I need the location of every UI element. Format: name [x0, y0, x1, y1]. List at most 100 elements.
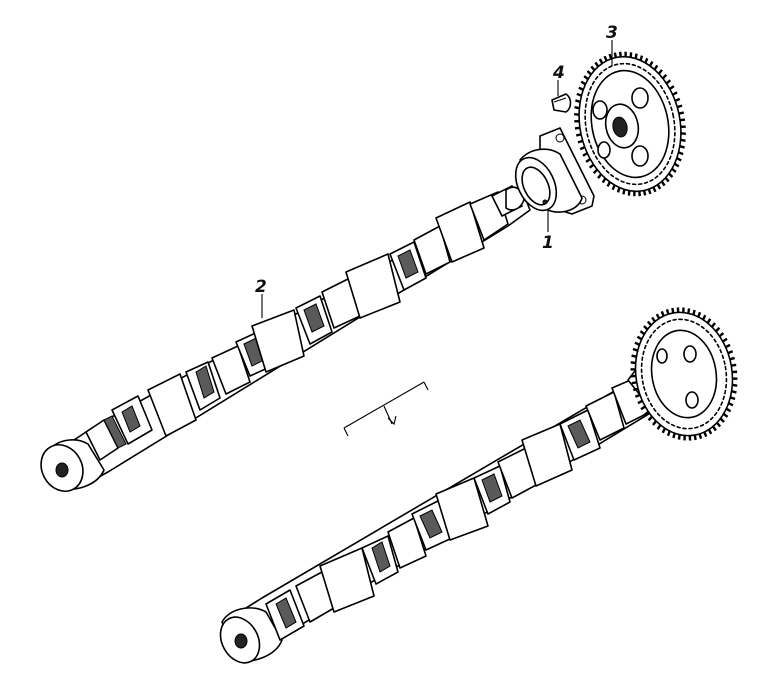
gear-tooth: [578, 86, 584, 91]
gear-tooth: [729, 356, 736, 361]
gear-tooth: [698, 433, 703, 439]
gear-tooth: [585, 158, 591, 163]
gear-tooth: [586, 70, 592, 76]
gear-tooth: [672, 91, 678, 96]
gear-tooth: [673, 162, 680, 168]
gear-tooth: [630, 361, 636, 365]
gear-tooth: [643, 410, 650, 416]
gear-tooth: [716, 421, 722, 428]
gear-tooth: [693, 434, 697, 441]
gear-tooth: [592, 168, 599, 175]
gear-tooth: [574, 106, 580, 110]
upper-camshaft: [40, 185, 531, 492]
gear-tooth: [652, 186, 657, 193]
gear-tooth: [576, 92, 582, 97]
gear-tooth: [656, 184, 662, 190]
gear-tooth: [676, 157, 682, 162]
gear-tooth: [646, 320, 652, 327]
gear-tooth: [660, 180, 666, 187]
gear-tooth: [678, 151, 684, 156]
upper-camshaft-lobes: [85, 191, 509, 461]
gear-tooth: [669, 85, 675, 90]
gear-tooth: [678, 111, 685, 115]
gear-tooth: [590, 65, 596, 72]
gear-tooth: [732, 383, 738, 387]
gear-tooth: [611, 184, 616, 191]
camshaft-gear: [574, 51, 686, 197]
gear-tooth: [718, 332, 725, 338]
gear-tooth: [598, 58, 604, 64]
gear-tooth: [575, 133, 582, 137]
gear-tooth: [583, 75, 589, 81]
woodruff-key: [551, 93, 572, 113]
gear-tooth: [579, 146, 586, 151]
gear-tooth: [653, 64, 659, 71]
gear-tooth: [661, 73, 668, 80]
gear-tooth: [642, 190, 647, 196]
gear-tooth: [606, 181, 611, 188]
callout-3: 3: [606, 23, 618, 43]
gear-tooth: [701, 314, 707, 321]
gear-tooth: [656, 424, 662, 430]
gear-tooth: [644, 57, 649, 64]
gear-tooth: [731, 363, 737, 367]
gear-tooth: [622, 189, 626, 195]
gear-tooth: [632, 387, 639, 392]
gear-tooth: [618, 51, 622, 57]
gear-tooth: [697, 311, 702, 318]
gear-tooth: [710, 322, 716, 328]
callout-4: 4: [552, 63, 565, 83]
gear-tooth: [706, 318, 712, 324]
gear-tooth: [657, 69, 663, 75]
gear-tooth: [631, 354, 637, 358]
gear-tooth: [594, 61, 600, 68]
gear-tooth: [664, 176, 670, 183]
gear-tooth: [719, 417, 725, 423]
gear-tooth: [692, 309, 696, 316]
gear-tooth: [725, 407, 732, 413]
gear-tooth: [715, 326, 721, 333]
gear-tooth: [613, 52, 618, 58]
upper-camshaft-nose: [40, 439, 105, 492]
gear-tooth: [665, 309, 670, 315]
gear-tooth: [616, 187, 621, 193]
gear-tooth: [574, 126, 581, 130]
gear-tooth: [725, 343, 731, 349]
gear-tooth: [661, 427, 667, 434]
gear-tooth: [597, 173, 603, 179]
gear-tooth: [647, 415, 653, 422]
gear-tooth: [703, 431, 708, 438]
gear-tooth: [679, 118, 686, 122]
gear-tooth: [680, 138, 686, 142]
lower-camshaft-lobes: [265, 375, 651, 641]
gear-tooth: [722, 337, 728, 343]
gear-tooth: [651, 316, 656, 323]
callout-1: 1: [542, 233, 554, 253]
gear-tooth: [577, 139, 584, 144]
gear-tooth: [634, 393, 641, 398]
lower-camshaft-gear: [630, 307, 738, 441]
gear-tooth: [687, 308, 691, 314]
lower-camshaft: [219, 307, 738, 664]
gear-tooth: [722, 412, 729, 418]
gear-tooth: [655, 313, 661, 320]
gear-tooth: [674, 97, 681, 102]
gear-tooth: [731, 390, 737, 394]
lower-camshaft-nose: [219, 607, 283, 664]
gear-tooth: [672, 432, 676, 439]
gear-tooth: [679, 145, 685, 149]
gear-tooth: [727, 350, 734, 355]
gear-tooth: [631, 381, 637, 385]
gear-tooth: [580, 80, 587, 86]
gear-tooth: [638, 191, 642, 197]
gear-tooth: [666, 430, 671, 437]
gear-tooth: [575, 99, 581, 103]
gear-tooth: [636, 335, 643, 341]
gear-tooth: [649, 60, 654, 67]
gear-tooth: [665, 79, 672, 85]
gear-tooth: [640, 405, 646, 411]
gear-tooth: [676, 104, 683, 109]
gear-tooth: [637, 399, 643, 405]
thrust-flange: [514, 127, 595, 215]
